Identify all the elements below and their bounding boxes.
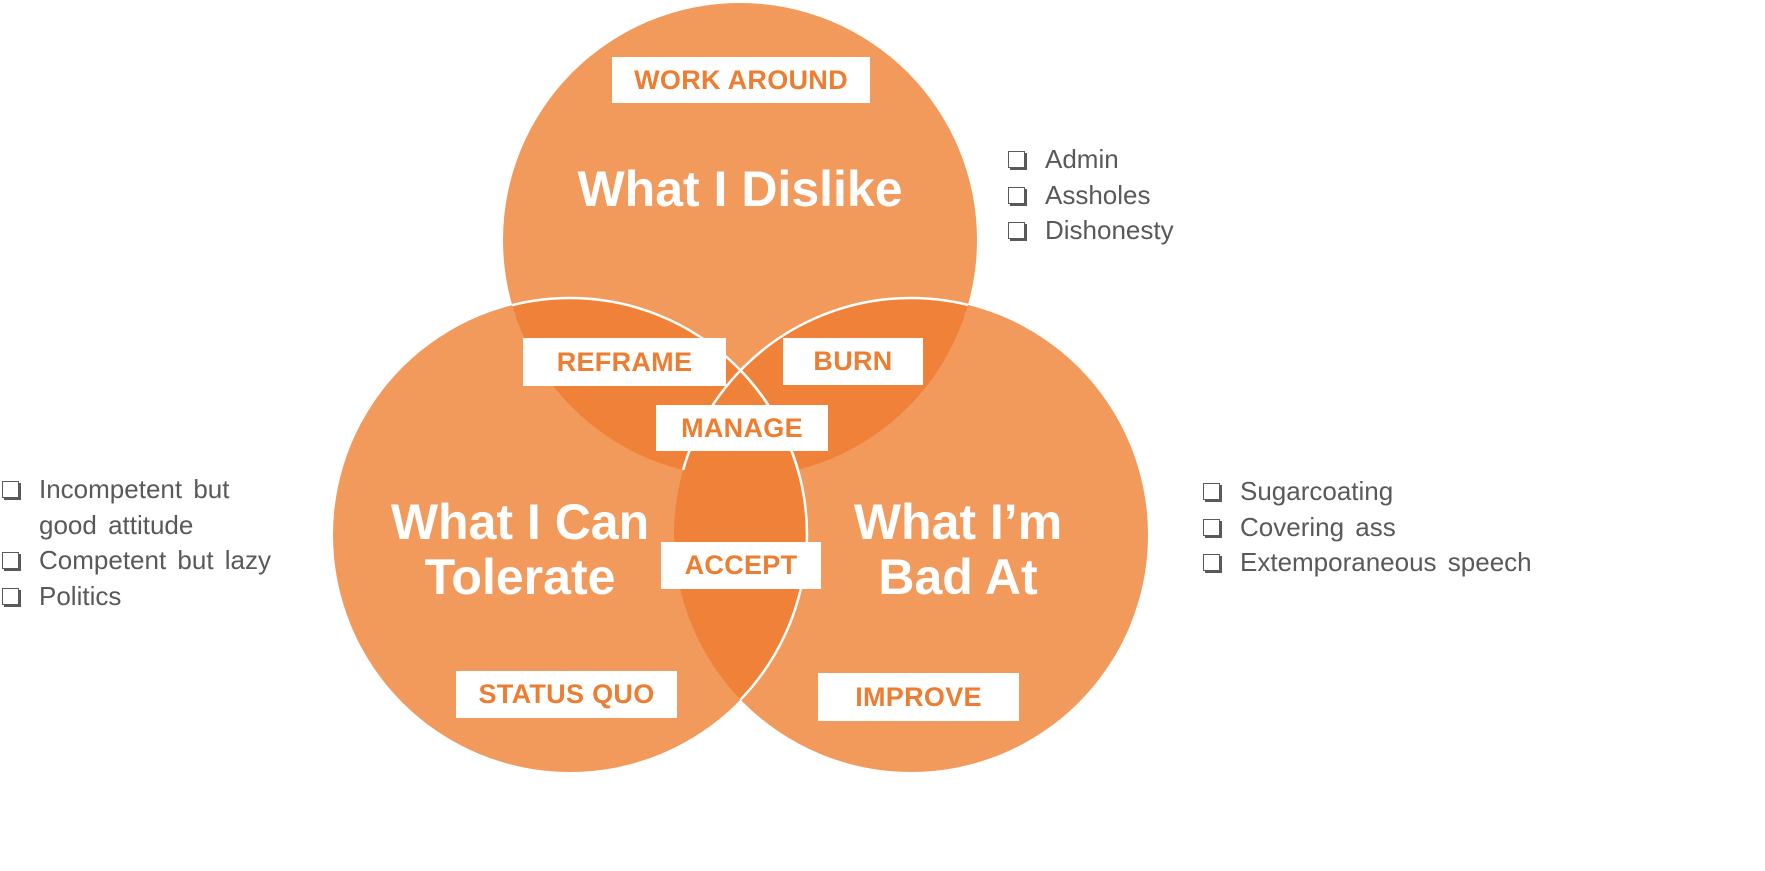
list-item-text: Sugarcoating xyxy=(1240,476,1394,506)
list-item-text: Competent but lazy xyxy=(39,545,272,575)
list-item: Dishonesty xyxy=(1008,213,1174,249)
title-tolerate-line2: Tolerate xyxy=(424,549,616,605)
list-item-text: Admin xyxy=(1045,144,1119,174)
list-item-text: Assholes xyxy=(1045,179,1151,210)
checkbox-icon xyxy=(1008,186,1025,204)
outline-right xyxy=(672,296,977,477)
label-manage: MANAGE xyxy=(656,405,828,451)
label-accept: ACCEPT xyxy=(661,542,821,589)
title-dislike: What I Dislike xyxy=(577,161,903,217)
checkbox-icon xyxy=(2,587,19,605)
title-bad-at: What I’m Bad At xyxy=(854,495,1062,605)
list-tolerate: Incompetent but good attitude Competent … xyxy=(2,472,302,614)
list-item-text: Dishonesty xyxy=(1045,215,1174,245)
title-bad-at-line2: Bad At xyxy=(878,549,1038,605)
label-reframe: REFRAME xyxy=(523,338,726,386)
list-item: Politics xyxy=(2,579,302,615)
title-tolerate-line1: What I Can xyxy=(390,494,650,550)
list-bad-at: Sugarcoating Covering ass Extemporaneous… xyxy=(1203,474,1532,581)
list-item: Competent but lazy xyxy=(2,543,302,579)
list-item: Extemporaneous speech xyxy=(1203,545,1532,581)
outline-left-lower xyxy=(674,298,809,772)
list-item: Incompetent but good attitude xyxy=(2,472,302,543)
list-item: Admin xyxy=(1008,142,1174,178)
list-item-text: Covering ass xyxy=(1240,511,1396,542)
outline-left xyxy=(503,296,809,477)
list-item: Sugarcoating xyxy=(1203,474,1532,510)
label-work-around: WORK AROUND xyxy=(612,57,870,103)
title-tolerate: What I Can Tolerate xyxy=(391,495,649,605)
checkbox-icon xyxy=(2,552,19,569)
label-status-quo: STATUS QUO xyxy=(456,671,677,718)
checkbox-icon xyxy=(1008,151,1025,168)
checkbox-icon xyxy=(2,481,19,498)
list-item: Assholes xyxy=(1008,178,1174,214)
label-improve: IMPROVE xyxy=(818,673,1019,721)
checkbox-icon xyxy=(1203,554,1220,571)
list-item-text: Incompetent but good attitude xyxy=(39,474,230,540)
checkbox-icon xyxy=(1203,483,1220,500)
label-burn: BURN xyxy=(783,338,923,385)
list-item: Covering ass xyxy=(1203,510,1532,546)
list-item-text: Extemporaneous speech xyxy=(1240,547,1532,577)
list-dislike: Admin Assholes Dishonesty xyxy=(1008,142,1174,249)
checkbox-icon xyxy=(1203,518,1220,536)
checkbox-icon xyxy=(1008,222,1025,239)
title-bad-at-line1: What I’m xyxy=(853,494,1063,550)
list-item-text: Politics xyxy=(39,580,122,611)
